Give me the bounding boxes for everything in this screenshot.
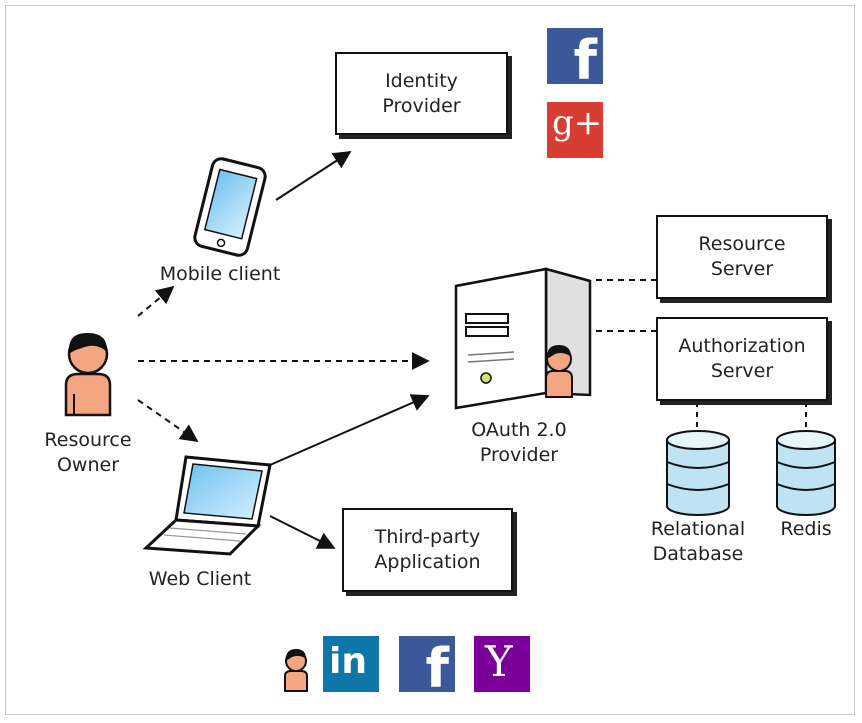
arrow-web-to-oauth	[269, 394, 430, 466]
resource-server-box: Resource Server	[656, 215, 828, 299]
database-icon	[666, 430, 730, 516]
facebook-logo-bottom-icon: f	[399, 636, 455, 696]
mobile-client-label: Mobile client	[159, 263, 281, 285]
linkedin-logo-icon: in	[323, 636, 379, 692]
third-party-application-label: Third-party Application	[374, 526, 481, 573]
identity-provider-box: Identity Provider	[335, 52, 508, 135]
web-client-label: Web Client	[148, 568, 252, 590]
third-party-application-box: Third-party Application	[342, 508, 513, 592]
resource-owner-label: Resource Owner	[44, 429, 132, 476]
oauth-provider-label: OAuth 2.0 Provider	[471, 419, 567, 466]
redis-database-icon	[776, 430, 836, 516]
arrow-owner-to-mobile	[137, 285, 175, 317]
authorization-server-label: Authorization Server	[678, 335, 806, 382]
relational-database-label: Relational Database	[650, 518, 746, 565]
person-icon	[64, 332, 112, 417]
arrow-owner-to-web	[137, 399, 199, 443]
redis-label: Redis	[780, 518, 832, 540]
login-person-icon	[284, 649, 308, 692]
google-plus-logo-icon: g+	[547, 102, 603, 158]
small-person-icon	[545, 345, 573, 398]
mobile-phone-icon	[193, 157, 267, 257]
resource-server-label: Resource Server	[698, 233, 786, 280]
laptop-icon	[142, 455, 272, 556]
facebook-logo-icon: f	[547, 28, 603, 88]
yahoo-logo-icon: Y	[474, 636, 530, 692]
identity-provider-label: Identity Provider	[382, 69, 461, 117]
arrow-mobile-to-identity	[275, 151, 352, 201]
arrow-web-to-thirdparty	[269, 515, 336, 549]
authorization-server-box: Authorization Server	[656, 317, 828, 401]
connectors	[137, 151, 807, 549]
